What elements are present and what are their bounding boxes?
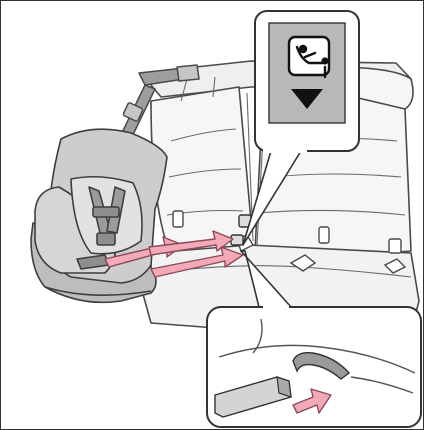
isofix-child-seat-icon (289, 37, 329, 77)
child-safety-seat (31, 129, 167, 302)
